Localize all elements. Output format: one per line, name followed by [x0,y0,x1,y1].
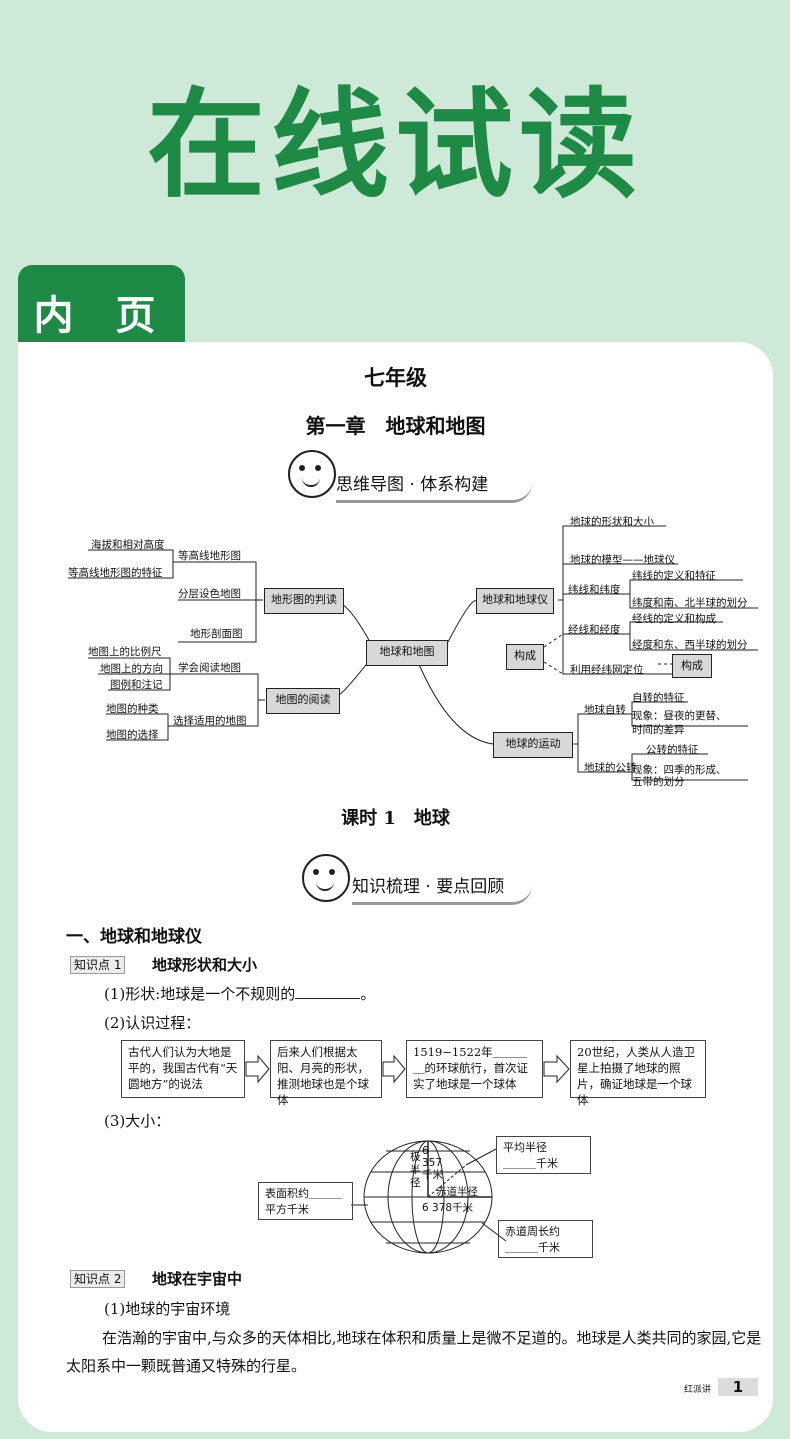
mm-l2-item: 选择适用的地图 [173,715,247,727]
clock-mascot-icon [302,854,350,902]
mm-r1-lon: 经度和东、西半球的划分 [632,639,748,651]
mm-l1-sub: 海拔和相对高度 [91,539,165,551]
mindmap-node-gouc1: 构成 [506,644,544,670]
surface-text1: 表面积约 [265,1187,309,1200]
mm-r1-lat: 纬线的定义和特征 [632,570,716,582]
mindmap-node-terrain: 地形图的判读 [264,588,344,614]
flow-step: 后来人们根据太阳、月亮的形状，推测地球也是个球体 [270,1040,382,1107]
mm-r1-item: 地球的形状和大小 [570,516,654,528]
surface-area-box: 表面积约＿＿＿ 平方千米 [258,1182,353,1220]
mm-r1-lat: 纬度和南、北半球的划分 [632,597,748,609]
globe-eq-val: 6 378千米 [422,1202,474,1214]
flow-step: 1519−1522年＿＿＿＿的环球航行，首次证实了地球是一个球体 [406,1040,543,1098]
mindmap-node-motion: 地球的运动 [493,732,573,758]
mm-l2-sub: 地图的种类 [106,703,159,715]
globe-polar-val: 6 357千米 [422,1145,443,1181]
knowledge-tag: 知识点 1 [70,956,126,974]
mm-l1-item: 分层设色地图 [178,588,241,600]
mm-l2-sub: 地图上的方向 [100,663,163,675]
grade-title: 七年级 [364,365,427,390]
mm-r1-lon: 经线的定义和构成 [632,613,716,625]
flow-arrows [245,1054,570,1084]
globe-polar: 极半径 [410,1151,421,1189]
banner-mindmap-text: 思维导图 · 体系构建 [336,475,489,495]
page-card: 七年级 第一章 地球和地图 思维导图 · 体系构建 [18,342,773,1432]
lesson-title: 课时 1 地球 [341,808,450,829]
mm-l2-item: 学会阅读地图 [178,662,241,674]
circ-text2: 千米 [538,1241,560,1254]
mindmap-node-reading: 地图的阅读 [266,688,340,714]
banner-knowledge: 知识梳理 · 要点回顾 [352,872,532,905]
flow-step: 古代人们认为大地是平的，我国古代有“天圆地方”的说法 [121,1040,245,1098]
chapter-title: 第一章 地球和地图 [305,414,486,438]
mm-r2-rev: 现象：四季的形成、 [632,764,727,776]
mm-l1-item: 地形剖面图 [190,628,243,640]
section-tab-label: 内 页 [33,293,170,339]
mm-l1-item: 等高线地形图 [178,550,241,562]
page-number: 1 [718,1378,758,1396]
mm-r2-rot: 现象：昼夜的更替、 [632,710,727,722]
mm-l2-sub: 图例和注记 [110,679,163,691]
mm-r2-rev: 五带的划分 [632,776,685,788]
clock-mascot-icon [288,450,336,498]
globe-diagram [351,1140,507,1254]
mean-text2: 千米 [536,1157,558,1170]
globe-eq: 赤道半径 [436,1186,478,1198]
mm-r1-item: 经线和经度 [568,624,621,636]
kp1-shape-text: (1)形状:地球是一个不规则的 [104,985,296,1003]
mm-r2-rot: 自转的特征 [632,692,685,704]
mean-radius-box: 平均半径＿＿＿千米 [496,1136,591,1174]
mm-r2-rev: 公转的特征 [646,744,699,756]
mm-l2-sub: 地图上的比例尺 [88,646,162,658]
banner-knowledge-text: 知识梳理 · 要点回顾 [352,877,505,897]
knowledge-title: 地球形状和大小 [152,956,258,974]
flow-step: 20世纪，人类从人造卫星上拍摄了地球的照片，确证地球是一个球体 [570,1040,706,1107]
answer-blank [295,986,361,999]
mm-r2-rot: 时间的差异 [632,724,685,736]
footer-brand: 红派讲 [684,1385,712,1395]
knowledge-tag: 知识点 2 [70,1270,126,1288]
mm-r1-item: 纬线和纬度 [568,584,621,596]
mindmap-node-globe: 地球和地球仪 [476,588,554,614]
circ-text1: 赤道周长约 [505,1225,560,1238]
kp1-size: (3)大小： [104,1112,171,1130]
kp2-paragraph: 在浩瀚的宇宙中,与众多的天体相比,地球在体积和质量上是微不足道的。地球是人类共同… [66,1329,762,1375]
surface-text2: 平方千米 [265,1203,309,1216]
kp1-shape-end: 。 [360,985,376,1003]
banner-mindmap: 思维导图 · 体系构建 [336,470,532,503]
mm-r1-item: 地球的模型——地球仪 [570,554,675,566]
section-heading: 一、地球和地球仪 [66,927,202,947]
kp1-shape: (1)形状:地球是一个不规则的 。 [104,983,375,1004]
mm-l1-sub: 等高线地形图的特征 [68,567,163,579]
mm-r2-item: 地球的公转 [584,762,637,774]
kp1-process: (2)认识过程： [104,1014,201,1032]
mm-l2-sub: 地图的选择 [106,729,159,741]
mm-r1-item: 利用经纬网定位 [570,664,644,676]
mm-r2-item: 地球自转 [584,704,626,716]
mean-text1: 平均半径 [503,1141,547,1154]
knowledge-title: 地球在宇宙中 [152,1270,243,1288]
mindmap-node-gouc2: 构成 [672,654,712,678]
hero-title: 在线试读 [146,76,643,214]
circumference-box: 赤道周长约＿＿＿千米 [498,1220,593,1258]
kp2-sub: (1)地球的宇宙环境 [104,1300,231,1318]
mindmap-center: 地球和地图 [366,640,448,666]
